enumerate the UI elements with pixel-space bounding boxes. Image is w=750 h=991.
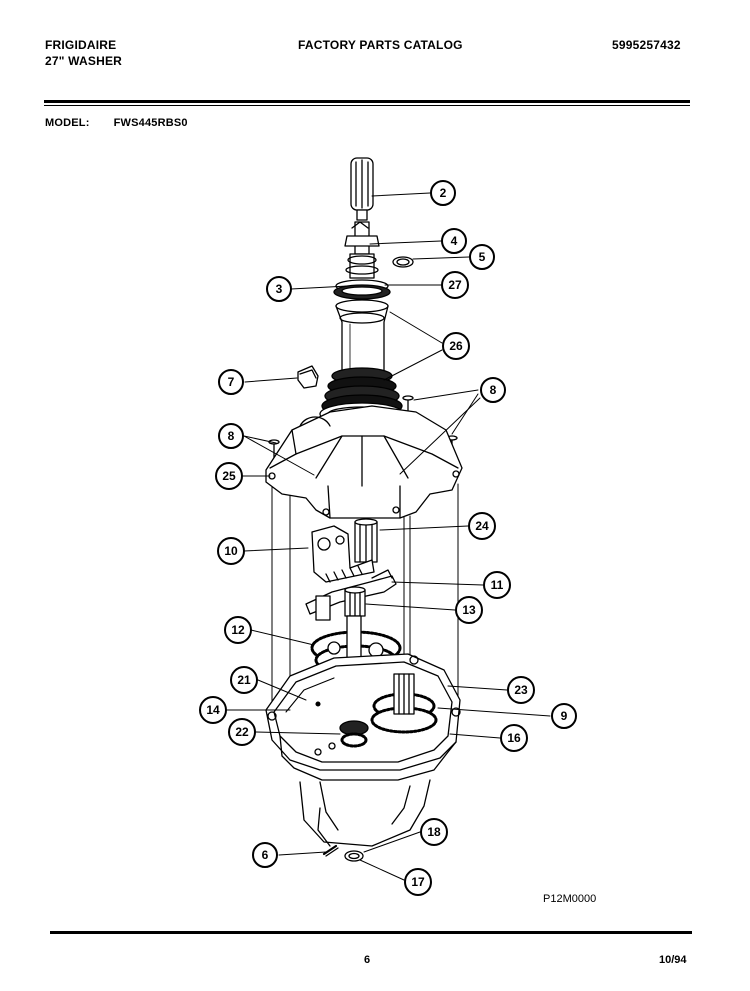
svg-text:21: 21 [237, 673, 251, 687]
callout-16: 16 [500, 724, 528, 752]
drive-pinion [315, 586, 366, 621]
model-row: MODEL: FWS445RBS0 [45, 117, 188, 129]
model-label: MODEL: [45, 117, 90, 129]
leader-lines [226, 192, 551, 881]
svg-text:16: 16 [507, 731, 521, 745]
svg-text:8: 8 [228, 429, 235, 443]
svg-text:18: 18 [427, 825, 441, 839]
svg-text:13: 13 [462, 603, 476, 617]
svg-text:17: 17 [411, 875, 425, 889]
callout-8-right: 8 [480, 377, 506, 403]
svg-text:14: 14 [206, 703, 220, 717]
callout-21: 21 [230, 666, 258, 694]
gearcase-cover [265, 405, 463, 519]
center-post [335, 299, 389, 373]
model-value: FWS445RBS0 [113, 117, 188, 129]
callout-22: 22 [228, 718, 256, 746]
callout-6: 6 [252, 842, 278, 868]
callout-4: 4 [441, 228, 467, 254]
revision-date: 10/94 [659, 954, 687, 966]
idler-gear [339, 720, 369, 748]
header-rule-thin [44, 105, 690, 106]
footer-rule [50, 931, 692, 934]
svg-text:25: 25 [222, 469, 236, 483]
brand-name: FRIGIDAIRE [45, 38, 117, 52]
callout-8-left: 8 [218, 423, 244, 449]
callout-23: 23 [507, 676, 535, 704]
callout-27: 27 [441, 271, 469, 299]
gearcase-housing [265, 653, 461, 847]
callout-5: 5 [469, 244, 495, 270]
svg-text:5: 5 [479, 250, 486, 264]
callout-11: 11 [483, 571, 511, 599]
svg-text:24: 24 [475, 519, 489, 533]
callout-13: 13 [455, 596, 483, 624]
callout-18: 18 [420, 818, 448, 846]
output-gear [370, 673, 438, 734]
callout-10: 10 [217, 537, 245, 565]
callout-26: 26 [442, 332, 470, 360]
callout-3: 3 [266, 276, 292, 302]
page-number: 6 [364, 954, 371, 966]
callout-25: 25 [215, 462, 243, 490]
callout-24: 24 [468, 512, 496, 540]
svg-text:3: 3 [276, 282, 283, 296]
callout-2: 2 [430, 180, 456, 206]
callout-14: 14 [199, 696, 227, 724]
svg-text:7: 7 [228, 375, 235, 389]
svg-text:8: 8 [490, 383, 497, 397]
bottom-pin [322, 844, 339, 857]
callout-12: 12 [224, 616, 252, 644]
svg-text:4: 4 [451, 234, 458, 248]
svg-text:22: 22 [235, 725, 249, 739]
svg-text:27: 27 [448, 278, 462, 292]
header-rule [44, 100, 690, 103]
pinion-gear [354, 518, 378, 563]
catalog-title: FACTORY PARTS CATALOG [298, 38, 463, 52]
svg-text:23: 23 [514, 683, 528, 697]
gasket [285, 677, 335, 713]
svg-text:10: 10 [224, 544, 238, 558]
svg-text:6: 6 [262, 848, 269, 862]
bearing-collar [333, 253, 391, 300]
drain-plug [297, 365, 319, 389]
callout-9: 9 [551, 703, 577, 729]
segment-gear [311, 525, 375, 583]
svg-text:9: 9 [561, 709, 568, 723]
svg-text:2: 2 [440, 186, 447, 200]
svg-text:11: 11 [491, 578, 504, 592]
callout-17: 17 [404, 868, 432, 896]
product-name: 27" WASHER [45, 54, 123, 68]
spline-coupling [350, 157, 374, 221]
catalog-number: 5995257432 [612, 38, 681, 52]
svg-text:12: 12 [231, 623, 245, 637]
callout-7: 7 [218, 369, 244, 395]
svg-text:26: 26 [449, 339, 463, 353]
drawing-code: P12M0000 [543, 893, 597, 905]
bottom-washer [344, 850, 364, 862]
